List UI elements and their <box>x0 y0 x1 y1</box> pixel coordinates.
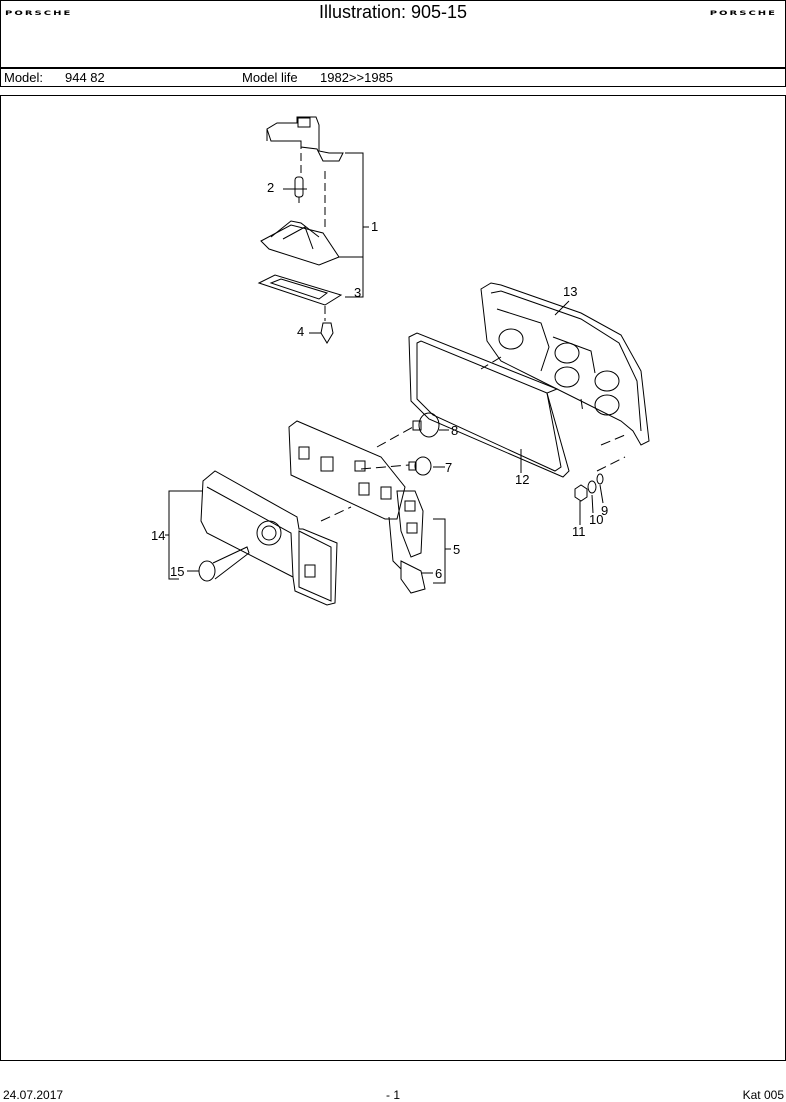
bulb-holder-plate <box>288 420 406 520</box>
license-lamp-bracket <box>266 116 344 162</box>
callout-9: 9 <box>601 503 608 518</box>
callout-6: 6 <box>435 566 442 581</box>
bulb-part-8 <box>412 412 440 438</box>
exploded-view-diagram: 1 2 3 4 5 6 7 8 9 10 11 12 13 14 15 <box>151 116 650 606</box>
model-bar: Model: 944 82 Model life 1982>>1985 <box>0 68 786 87</box>
porsche-logo-right: PORSCHE <box>709 10 777 17</box>
callout-4: 4 <box>297 324 304 339</box>
washer-part-10 <box>587 480 597 494</box>
callout-14: 14 <box>151 528 165 543</box>
bolt-part-15 <box>198 546 250 582</box>
footer-page: - 1 <box>386 1088 401 1102</box>
callout-11: 11 <box>572 524 586 539</box>
washer-part-9 <box>596 473 604 485</box>
footer-date: 24.07.2017 <box>3 1088 64 1102</box>
callout-8: 8 <box>451 423 458 438</box>
callout-7: 7 <box>445 460 452 475</box>
lens-assembly <box>200 470 338 606</box>
model-life-value: 1982>>1985 <box>320 70 394 85</box>
model-label: Model: <box>4 70 44 85</box>
nut-part-11 <box>574 484 588 502</box>
callout-5: 5 <box>453 542 460 557</box>
footer-catalog: Kat 005 <box>742 1088 784 1102</box>
callout-10: 10 <box>589 512 603 527</box>
taillight-housing <box>480 282 650 446</box>
callout-12: 12 <box>515 472 529 487</box>
callout-2: 2 <box>267 180 274 195</box>
parts-illustration: 1 2 3 4 5 6 7 8 9 10 11 12 13 14 15 <box>0 95 786 1061</box>
taillight-gasket <box>408 332 570 478</box>
wiring-socket <box>388 490 426 594</box>
callout-15: 15 <box>170 564 184 579</box>
screw-part-4 <box>320 322 334 344</box>
license-lamp-housing <box>260 220 340 266</box>
porsche-logo-left: PORSCHE <box>5 10 73 17</box>
callout-3: 3 <box>354 285 361 300</box>
bulb-part-7 <box>408 456 432 476</box>
model-life-label: Model life <box>242 70 298 85</box>
model-value: 944 82 <box>65 70 105 85</box>
festoon-bulb <box>294 176 304 203</box>
callout-1: 1 <box>371 219 378 234</box>
header: PORSCHE Illustration: 905-15 PORSCHE <box>0 0 786 69</box>
license-lamp-lens <box>257 274 343 306</box>
page-title: Illustration: 905-15 <box>318 2 468 22</box>
callout-13: 13 <box>563 284 577 299</box>
